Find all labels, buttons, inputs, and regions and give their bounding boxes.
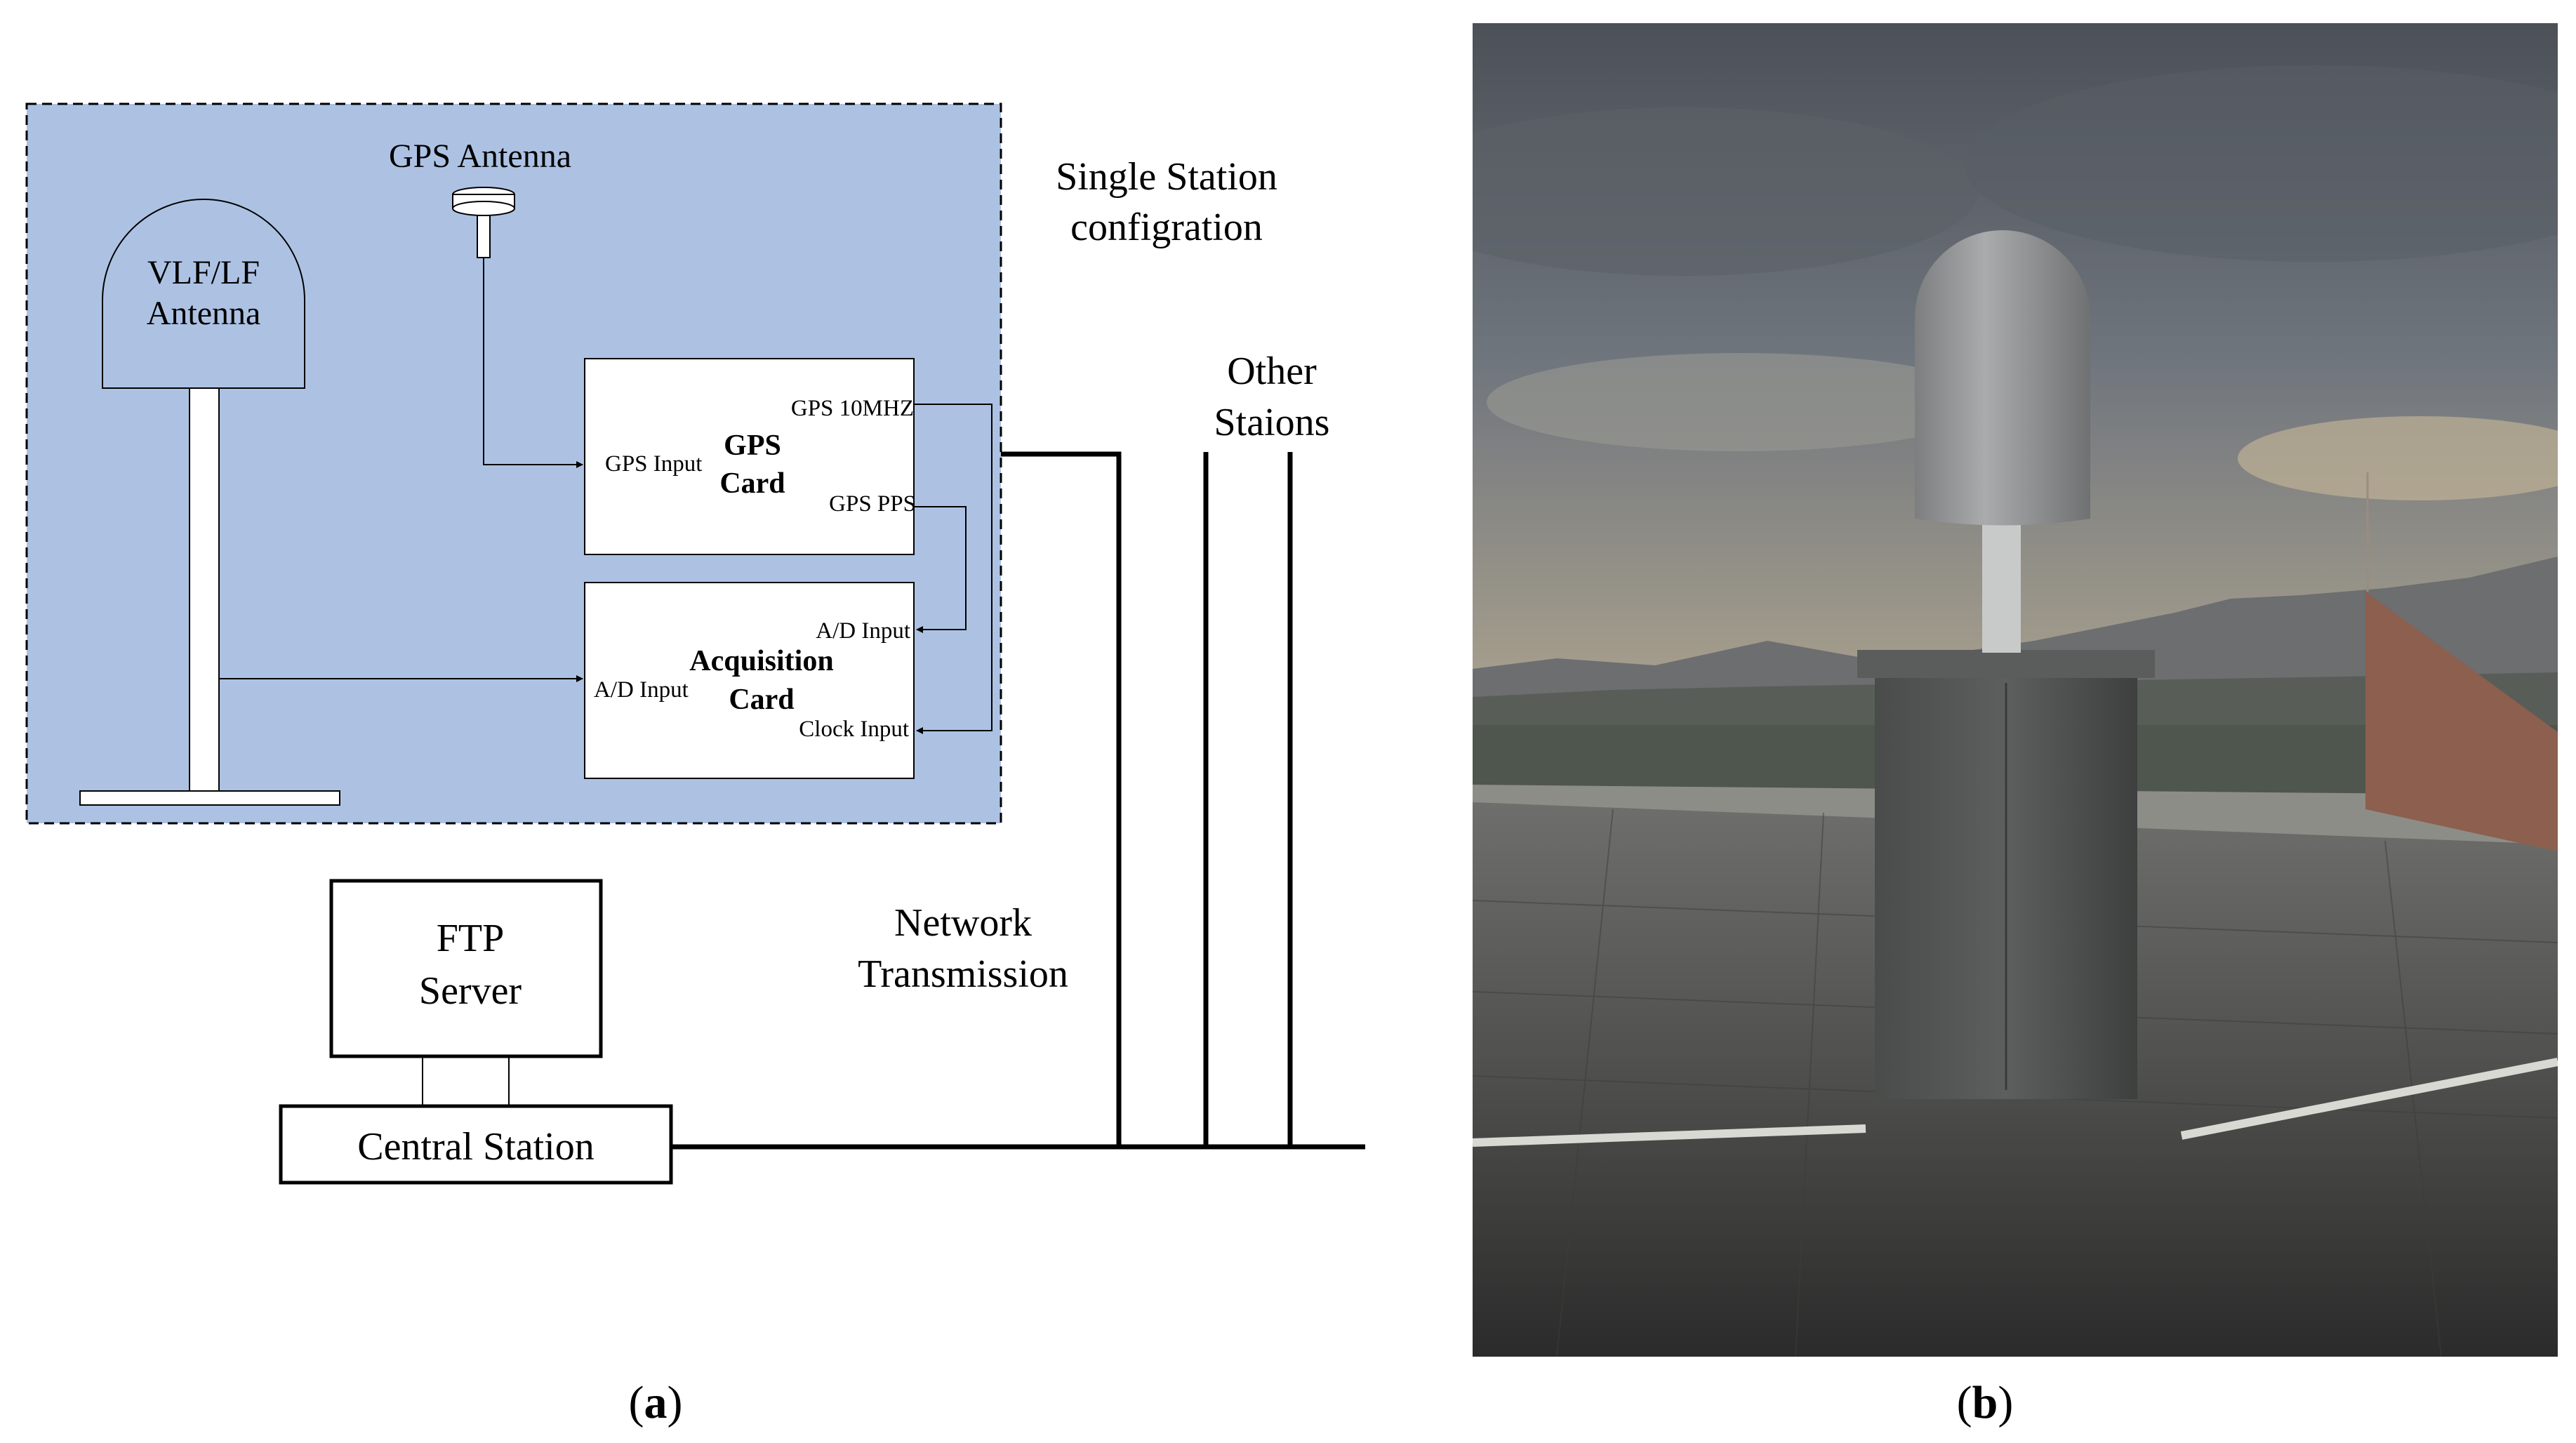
gps-antenna-cable	[483, 258, 583, 468]
acq-card-clock-input: Clock Input	[799, 717, 909, 742]
antenna-photo	[1473, 23, 2558, 1357]
gps-antenna-icon	[452, 187, 515, 258]
station-network-link	[1001, 451, 1122, 1147]
acq-card-ad-input-left: A/D Input	[594, 677, 689, 703]
gps-pps-connection	[914, 506, 967, 633]
acq-card-ad-input-right: A/D Input	[816, 618, 910, 644]
ftp-server-label-line1: FTP	[437, 917, 505, 960]
gps-10mhz-connection	[914, 404, 992, 734]
network-transmission-label-line2: Transmission	[858, 952, 1068, 996]
gps-card-10mhz-label: GPS 10MHZ	[791, 396, 914, 421]
central-station-label: Central Station	[357, 1125, 595, 1169]
vlf-antenna-label-line1: VLF/LF	[147, 254, 260, 291]
network-transmission-label-line1: Network	[894, 901, 1032, 945]
vlf-lf-antenna-icon	[79, 199, 340, 806]
other-stations-label-line2: Staions	[1214, 401, 1330, 444]
single-station-label-line2: configration	[1070, 206, 1263, 249]
ftp-server-box	[329, 879, 603, 1058]
panel-b-caption-svg: (b)	[1957, 1377, 2014, 1428]
acq-card-title-line2: Card	[729, 684, 794, 716]
panel-a-caption: (a)	[629, 1377, 683, 1428]
acq-card-title-line1: Acquisition	[689, 645, 833, 677]
single-station-label-line1: Single Station	[1056, 155, 1277, 199]
antenna-photo-illustration	[1473, 23, 2558, 1357]
vlf-antenna-label-line2: Antenna	[147, 295, 261, 332]
gps-card-title-line2: Card	[719, 467, 785, 500]
gps-card-pps-label: GPS PPS	[829, 491, 916, 517]
ftp-server-label-line2: Server	[419, 969, 522, 1013]
gps-card-title-line1: GPS	[724, 430, 781, 462]
other-stations-label-line1: Other	[1227, 350, 1317, 393]
panel-b-caption: (b)	[1957, 1377, 2014, 1428]
central-station-box	[279, 1104, 673, 1185]
acquisition-card-box	[584, 582, 915, 779]
gps-card-input-label: GPS Input	[605, 451, 702, 477]
gps-card-box	[584, 358, 915, 555]
gps-antenna-label: GPS Antenna	[389, 138, 571, 175]
panel-a-diagram: Single Station configration GPS Antenna …	[25, 102, 1365, 1428]
